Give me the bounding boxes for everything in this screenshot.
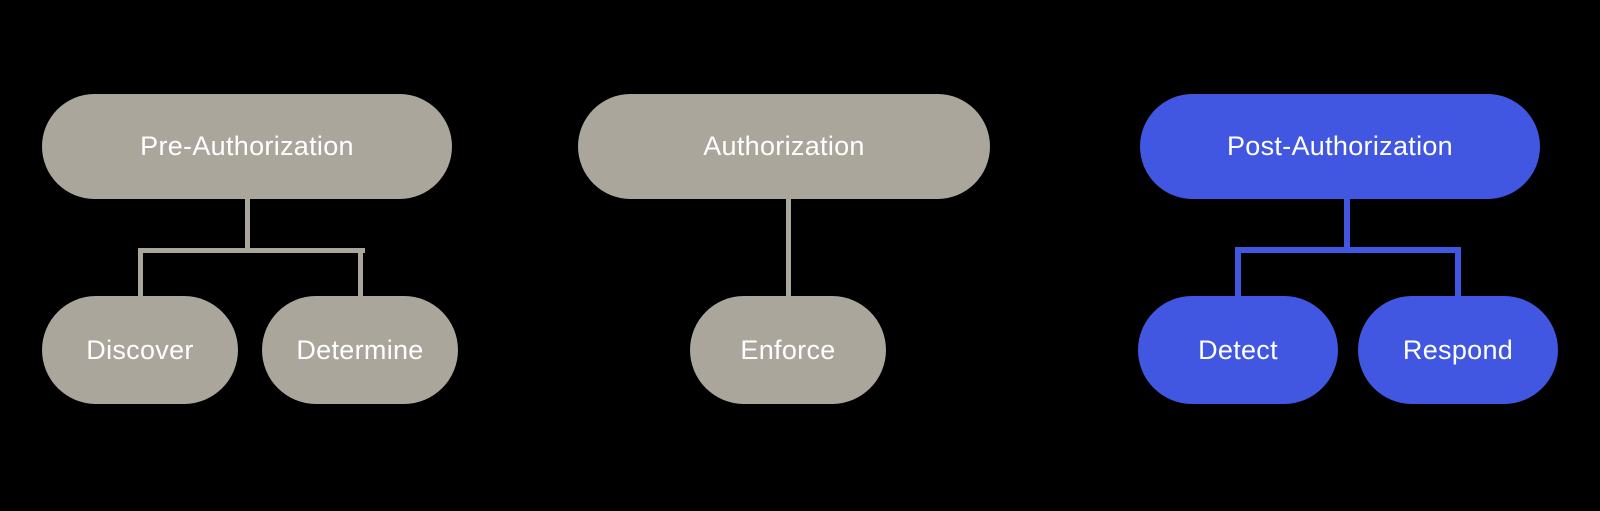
connector-crossbar — [1235, 247, 1461, 253]
node-pre-authorization: Pre-Authorization — [42, 94, 452, 199]
node-respond: Respond — [1358, 296, 1558, 404]
node-post-authorization: Post-Authorization — [1140, 94, 1540, 199]
node-determine-label: Determine — [296, 334, 424, 365]
connector-drop-left — [138, 248, 143, 298]
connector-drop-left — [1235, 247, 1241, 298]
connector-stem — [1344, 197, 1350, 252]
node-authorization-label: Authorization — [703, 131, 865, 161]
node-discover-label: Discover — [86, 334, 194, 365]
connector-drop-right — [358, 248, 363, 298]
node-authorization: Authorization — [578, 94, 990, 199]
connector-crossbar — [138, 248, 365, 253]
node-enforce: Enforce — [690, 296, 886, 404]
connector-stem — [245, 196, 250, 253]
node-enforce-label: Enforce — [740, 334, 836, 365]
node-determine: Determine — [262, 296, 458, 404]
connector-stem — [786, 196, 791, 298]
connector-drop-right — [1455, 247, 1461, 298]
node-detect: Detect — [1138, 296, 1338, 404]
node-respond-label: Respond — [1402, 334, 1514, 365]
node-detect-label: Detect — [1198, 334, 1278, 365]
node-post-authorization-label: Post-Authorization — [1226, 131, 1453, 161]
node-pre-authorization-label: Pre-Authorization — [140, 131, 354, 161]
node-discover: Discover — [42, 296, 238, 404]
